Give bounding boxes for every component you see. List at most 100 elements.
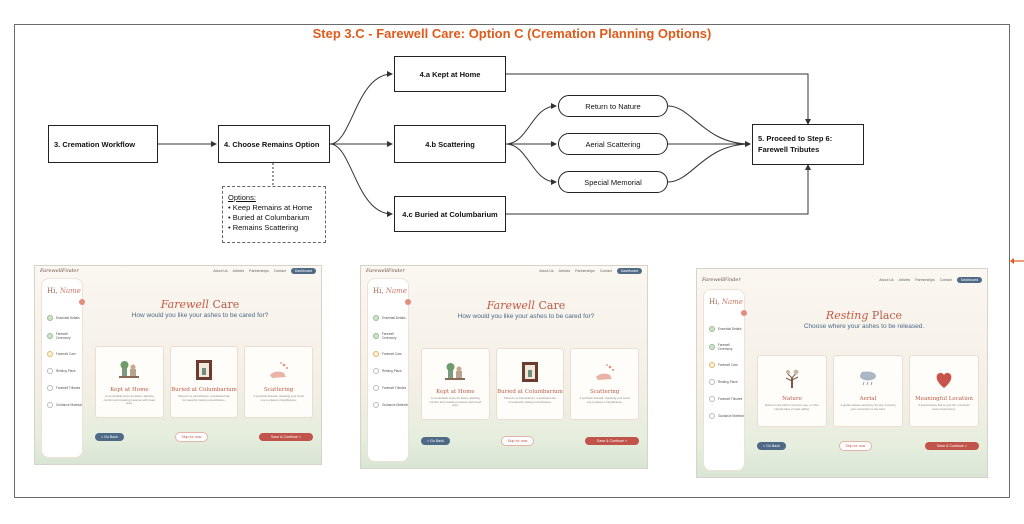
step-item[interactable]: Resting Place <box>47 368 82 374</box>
nav-link[interactable]: Articles <box>558 269 571 273</box>
skip-button[interactable]: Skip for now <box>174 432 209 442</box>
node-scattering: 4.b Scattering <box>394 125 506 163</box>
brand-logo[interactable]: FarewellFinder <box>40 268 79 274</box>
nav-link[interactable]: Articles <box>898 278 911 282</box>
node-cremation-workflow: 3. Cremation Workflow <box>48 125 158 163</box>
save-continue-button[interactable]: Save & Continue > <box>584 437 639 445</box>
dashboard-button[interactable]: Dashboard <box>616 268 642 274</box>
card-title: Kept at Home <box>110 387 149 393</box>
options-note: Options: Keep Remains at Home Buried at … <box>222 186 326 243</box>
screenshot-resting-place: FarewellFinder About Us Articles Partner… <box>696 268 988 478</box>
step-item[interactable]: Essential Details <box>47 315 82 321</box>
edge-choose-buried <box>329 143 393 217</box>
step-item[interactable]: Farewell Ceremony <box>373 332 408 340</box>
nav-link[interactable]: About Us <box>213 269 228 273</box>
columbarium-niche-icon <box>522 362 538 382</box>
top-nav: FarewellFinder About Us Articles Partner… <box>35 266 321 276</box>
option-card-scattering[interactable]: Scattering A symbolic farewell, releasin… <box>570 348 640 420</box>
options-note-heading: Options: <box>228 193 256 202</box>
nav-link[interactable]: Contact <box>599 269 612 273</box>
step-item[interactable]: Farewell Care <box>47 351 82 357</box>
card-description: A gentle release carried by the sky, hon… <box>840 403 896 411</box>
node-proceed-step6: 5. Proceed to Step 6: Farewell Tributes <box>752 124 864 165</box>
step-item[interactable]: Resting Place <box>709 379 744 385</box>
brand-logo[interactable]: FarewellFinder <box>702 277 741 283</box>
step-item[interactable]: Guidance Material <box>373 402 408 408</box>
greeting: Hi, Name <box>373 287 407 295</box>
form-actions: < Go Back Skip for now Save & Continue > <box>95 432 313 442</box>
save-continue-button[interactable]: Save & Continue > <box>258 433 313 441</box>
nav-link[interactable]: Partnerships <box>915 278 935 282</box>
skip-button[interactable]: Skip for now <box>838 441 873 451</box>
step-item[interactable]: Guidance Material <box>47 402 82 408</box>
page-subheading: How would you like your ashes to be care… <box>457 313 595 320</box>
option-card-kept-at-home[interactable]: Kept at Home A comfortable home for ashe… <box>95 346 164 418</box>
edge-kept-proceed <box>506 73 811 125</box>
edge-scattering-memorial <box>505 143 557 185</box>
option-card-columbarium[interactable]: Buried at Columbarium Placed in a columb… <box>169 346 239 418</box>
step-item[interactable]: Farewell Tributes <box>373 385 408 391</box>
heart-icon <box>936 372 952 388</box>
nav-links: About Us Articles Partnerships Contact D… <box>879 277 982 283</box>
step-item[interactable]: Guidance Material <box>709 413 744 419</box>
card-title: Buried at Columbarium <box>171 387 237 393</box>
card-description: Return to the earth in a forest, sea, or… <box>765 403 819 411</box>
go-back-button[interactable]: < Go Back <box>757 442 786 450</box>
step-item[interactable]: Farewell Tributes <box>709 396 744 402</box>
card-description: A symbolic farewell, releasing your love… <box>579 396 630 404</box>
skip-button[interactable]: Skip for now <box>500 436 535 446</box>
nav-link[interactable]: Articles <box>232 269 245 273</box>
dashboard-button[interactable]: Dashboard <box>290 268 316 274</box>
step-item[interactable]: Essential Details <box>709 326 744 332</box>
brand-logo[interactable]: FarewellFinder <box>366 268 405 274</box>
step-item[interactable]: Farewell Tributes <box>47 385 82 391</box>
node-special-memorial: Special Memorial <box>558 171 668 193</box>
nav-link[interactable]: Contact <box>273 269 286 273</box>
nav-link[interactable]: Partnerships <box>249 269 269 273</box>
go-back-button[interactable]: < Go Back <box>421 437 450 445</box>
card-description: A symbolic farewell, releasing your love… <box>253 394 304 402</box>
cloud-rain-icon <box>860 371 876 386</box>
step-item[interactable]: Farewell Ceremony <box>709 343 744 351</box>
option-cards: Kept at Home A comfortable home for ashe… <box>95 346 314 418</box>
close-sidebar-icon[interactable] <box>79 299 85 305</box>
nav-link[interactable]: About Us <box>879 278 894 282</box>
card-title: Scattering <box>590 389 620 395</box>
nav-link[interactable]: About Us <box>539 269 554 273</box>
hand-releasing-icon <box>595 364 614 380</box>
node-kept-at-home: 4.a Kept at Home <box>394 56 506 92</box>
edge-return-proceed <box>667 105 751 147</box>
options-note-item: Buried at Columbarium <box>228 213 325 223</box>
step-item[interactable]: Farewell Care <box>709 362 744 368</box>
step-item[interactable]: Essential Details <box>373 315 408 321</box>
node-return-to-nature: Return to Nature <box>558 95 668 117</box>
save-continue-button[interactable]: Save & Continue > <box>924 442 979 450</box>
option-card-nature[interactable]: Nature Return to the earth in a forest, … <box>757 355 827 427</box>
card-title: Scattering <box>264 387 294 393</box>
option-card-columbarium[interactable]: Buried at Columbarium Placed in a columb… <box>495 348 565 420</box>
nav-link[interactable]: Partnerships <box>575 269 595 273</box>
options-note-item: Remains Scattering <box>228 223 325 233</box>
close-sidebar-icon[interactable] <box>405 299 411 305</box>
card-description: A comfortable home for ashes, allowing c… <box>429 396 482 408</box>
card-title: Meaningful Location <box>915 396 973 402</box>
option-card-scattering[interactable]: Scattering A symbolic farewell, releasin… <box>244 346 314 418</box>
dashboard-button[interactable]: Dashboard <box>956 277 982 283</box>
option-card-kept-at-home[interactable]: Kept at Home A comfortable home for ashe… <box>421 348 490 420</box>
option-card-aerial[interactable]: Aerial A gentle release carried by the s… <box>833 355 903 427</box>
step-item[interactable]: Farewell Ceremony <box>47 332 82 340</box>
step-item[interactable]: Farewell Care <box>373 351 408 357</box>
progress-sidebar: Hi, Name Essential Details Farewell Cere… <box>703 289 747 471</box>
option-card-meaningful-location[interactable]: Meaningful Location A special place tied… <box>909 355 979 427</box>
card-description: A comfortable home for ashes, allowing c… <box>103 394 156 406</box>
nav-link[interactable]: Contact <box>939 278 952 282</box>
go-back-button[interactable]: < Go Back <box>95 433 124 441</box>
top-nav: FarewellFinder About Us Articles Partner… <box>697 275 987 285</box>
node-choose-remains: 4. Choose Remains Option <box>218 125 330 163</box>
option-cards: Nature Return to the earth in a forest, … <box>757 355 979 427</box>
close-sidebar-icon[interactable] <box>741 310 747 316</box>
step-item[interactable]: Resting Place <box>373 368 408 374</box>
top-nav: FarewellFinder About Us Articles Partner… <box>361 266 647 276</box>
card-description: Placed in a columbarium, a dedicated sit… <box>504 396 556 404</box>
